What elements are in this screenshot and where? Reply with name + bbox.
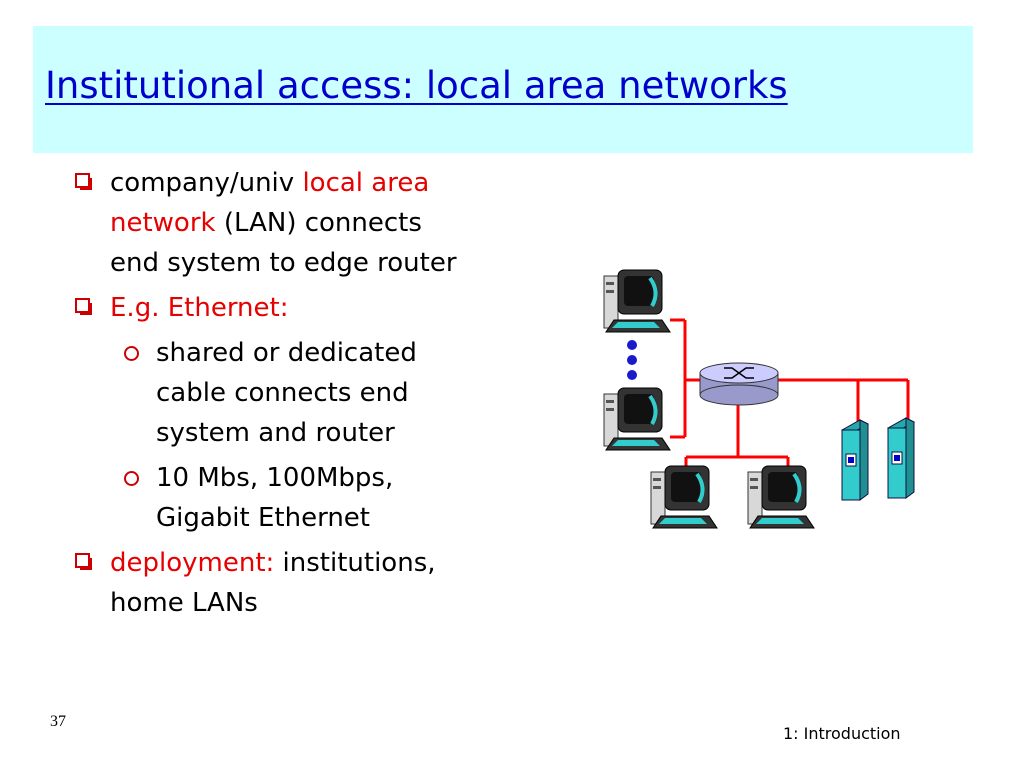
square-bullet-icon [75,553,92,570]
title-bar: Institutional access: local area network… [33,26,973,153]
bullet-ethernet: E.g. Ethernet: [70,288,540,328]
server-icon [841,419,869,501]
bullet-list: company/univ local area network (LAN) co… [70,163,540,623]
bullet-deployment: deployment: institutions, home LANs [70,543,540,623]
ellipsis-dots-icon [627,340,637,380]
server-icon [887,417,915,499]
computer-icon [649,464,719,530]
router-icon [699,362,779,406]
square-bullet-icon [75,298,92,315]
sub-bullet-speeds: 10 Mbs, 100Mbps, Gigabit Ethernet [70,458,540,538]
bullet-lan: company/univ local area network (LAN) co… [70,163,540,283]
computer-icon [602,268,672,334]
square-bullet-icon [75,173,92,190]
circle-bullet-icon [124,346,139,361]
computer-icon [746,464,816,530]
sub-bullet-cable: shared or dedicated cable connects end s… [70,333,540,453]
computer-icon [602,386,672,452]
page-title: Institutional access: local area network… [45,64,788,107]
footer-chapter: 1: Introduction [783,724,901,743]
circle-bullet-icon [124,471,139,486]
slide-number: 37 [50,713,66,730]
